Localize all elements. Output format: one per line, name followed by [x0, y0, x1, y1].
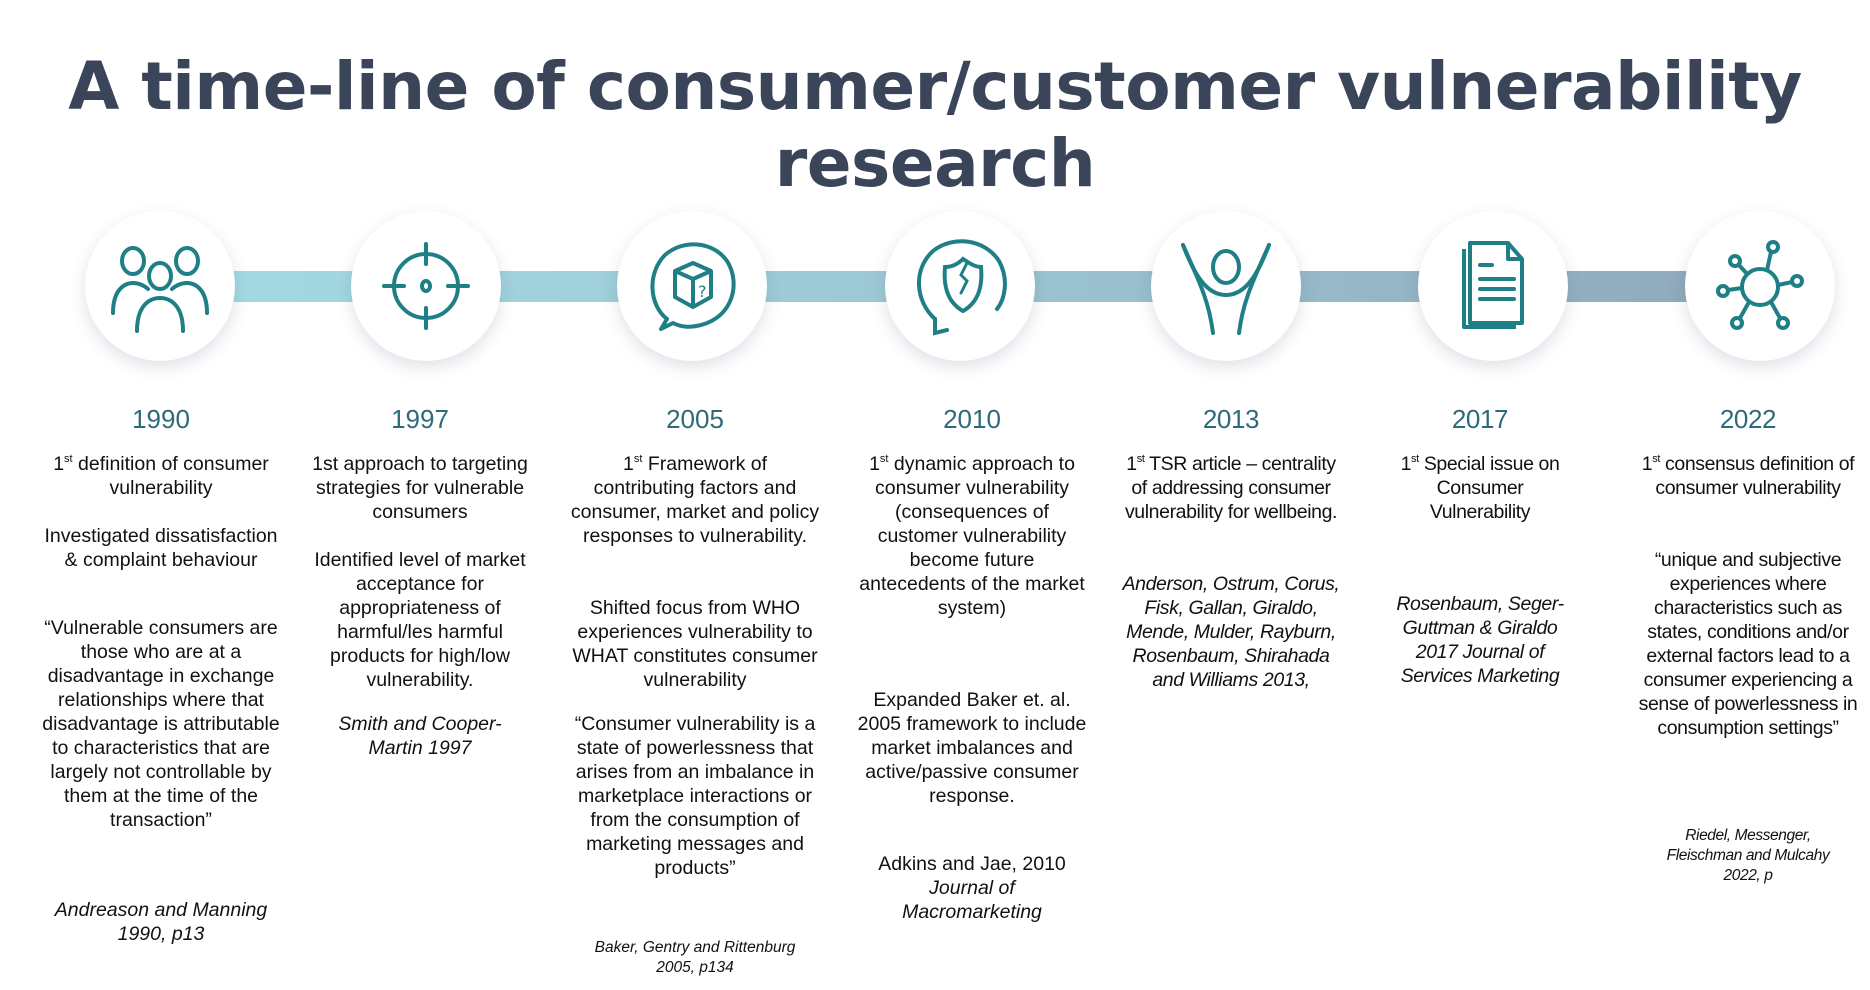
milestone-year: 2010	[943, 404, 1001, 434]
milestone-year: 2022	[1719, 404, 1777, 434]
milestone-citation-authors: Adkins and Jae, 2010	[878, 853, 1066, 875]
milestone-headline: 1st TSR article – centrality of addressi…	[1121, 452, 1341, 524]
ordinal-suffix: st	[879, 453, 889, 465]
milestone-detail: Investigated dissatisfaction & complaint…	[44, 525, 278, 571]
cracked-shield-cycle-icon	[917, 239, 1007, 336]
ordinal-suffix: st	[1136, 453, 1145, 465]
headline-text: 1	[1641, 453, 1653, 475]
milestone-year: 1990	[132, 404, 190, 434]
milestone-detail: Identified level of market acceptance fo…	[314, 549, 526, 691]
page-title: A time-line of consumer/customer vulnera…	[68, 48, 1802, 202]
milestone-quote: “Consumer vulnerability is a state of po…	[574, 713, 816, 879]
milestone-headline: 1st definition of consumer vulnerability	[41, 452, 281, 500]
milestone-detail: Expanded Baker et. al. 2005 framework to…	[857, 689, 1087, 807]
milestone-year: 1997	[391, 404, 449, 434]
headline-text: 1	[869, 453, 880, 475]
milestone-year: 2017	[1451, 404, 1509, 434]
network-nodes-icon	[1716, 240, 1804, 330]
milestone-headline: 1st approach to targeting strategies for…	[312, 453, 528, 523]
milestone-year: 2013	[1202, 404, 1260, 434]
milestone-year: 2005	[666, 404, 724, 434]
headline-text: dynamic approach to consumer vulnerabili…	[859, 453, 1085, 619]
milestone-citation: Riedel, Messenger, Fleischman and Mulcah…	[1666, 827, 1830, 884]
milestone-citation: Anderson, Ostrum, Corus, Fisk, Gallan, G…	[1122, 573, 1340, 691]
milestone-citation: Journal of Macromarketing	[902, 877, 1042, 923]
headline-text: 1	[53, 453, 65, 475]
milestone-icon-circle	[1151, 211, 1301, 361]
milestone-quote: “unique and subjective experiences where…	[1638, 549, 1858, 739]
headline-text: TSR article – centrality of addressing c…	[1124, 453, 1338, 523]
ordinal-suffix: st	[1652, 453, 1660, 465]
headline-text: Framework of contributing factors and co…	[570, 453, 820, 547]
headline-text: 1	[1400, 453, 1412, 475]
milestone-detail: Shifted focus from WHO experiences vulne…	[572, 597, 818, 691]
ordinal-suffix: st	[633, 453, 643, 465]
headline-text: consensus definition of consumer vulnera…	[1655, 453, 1855, 499]
person-arms-raised-icon	[1181, 243, 1271, 335]
crosshair-target-icon	[382, 242, 470, 330]
milestone-icon-circle	[351, 211, 501, 361]
documents-icon	[1462, 241, 1524, 329]
milestone-citation: Baker, Gentry and Rittenburg 2005, p134	[594, 939, 796, 976]
ordinal-suffix: st	[1411, 453, 1419, 465]
milestone-quote: “Vulnerable consumers are those who are …	[42, 617, 280, 831]
milestone-citation: Rosenbaum, Seger-Guttman & Giraldo 2017 …	[1396, 593, 1564, 687]
headline-text: Special issue on Consumer Vulnerability	[1418, 453, 1560, 523]
milestone-citation: Smith and Cooper-Martin 1997	[338, 713, 502, 759]
milestone-icon-circle	[885, 211, 1035, 361]
milestone-icon-circle: ?	[617, 211, 767, 361]
milestone-icon-circle	[85, 211, 235, 361]
headline-text: 1	[1126, 453, 1137, 475]
milestone-citation: Andreason and Manning 1990, p13	[54, 899, 268, 945]
milestone-icon-circle	[1418, 211, 1568, 361]
ordinal-suffix: st	[64, 453, 73, 465]
milestone-headline: 1st Framework of contributing factors an…	[570, 452, 820, 548]
speech-bubble-box-question-icon: ?	[650, 242, 736, 331]
milestone-headline: 1st consensus definition of consumer vul…	[1638, 452, 1858, 500]
milestone-icon-circle	[1685, 211, 1835, 361]
milestone-headline: 1st dynamic approach to consumer vulnera…	[857, 452, 1087, 620]
headline-text: 1	[622, 453, 634, 475]
headline-text: definition of consumer vulnerability	[72, 453, 269, 499]
group-of-people-icon	[111, 246, 209, 333]
svg-text:?: ?	[698, 282, 707, 301]
milestone-headline: 1st Special issue on Consumer Vulnerabil…	[1380, 452, 1580, 524]
